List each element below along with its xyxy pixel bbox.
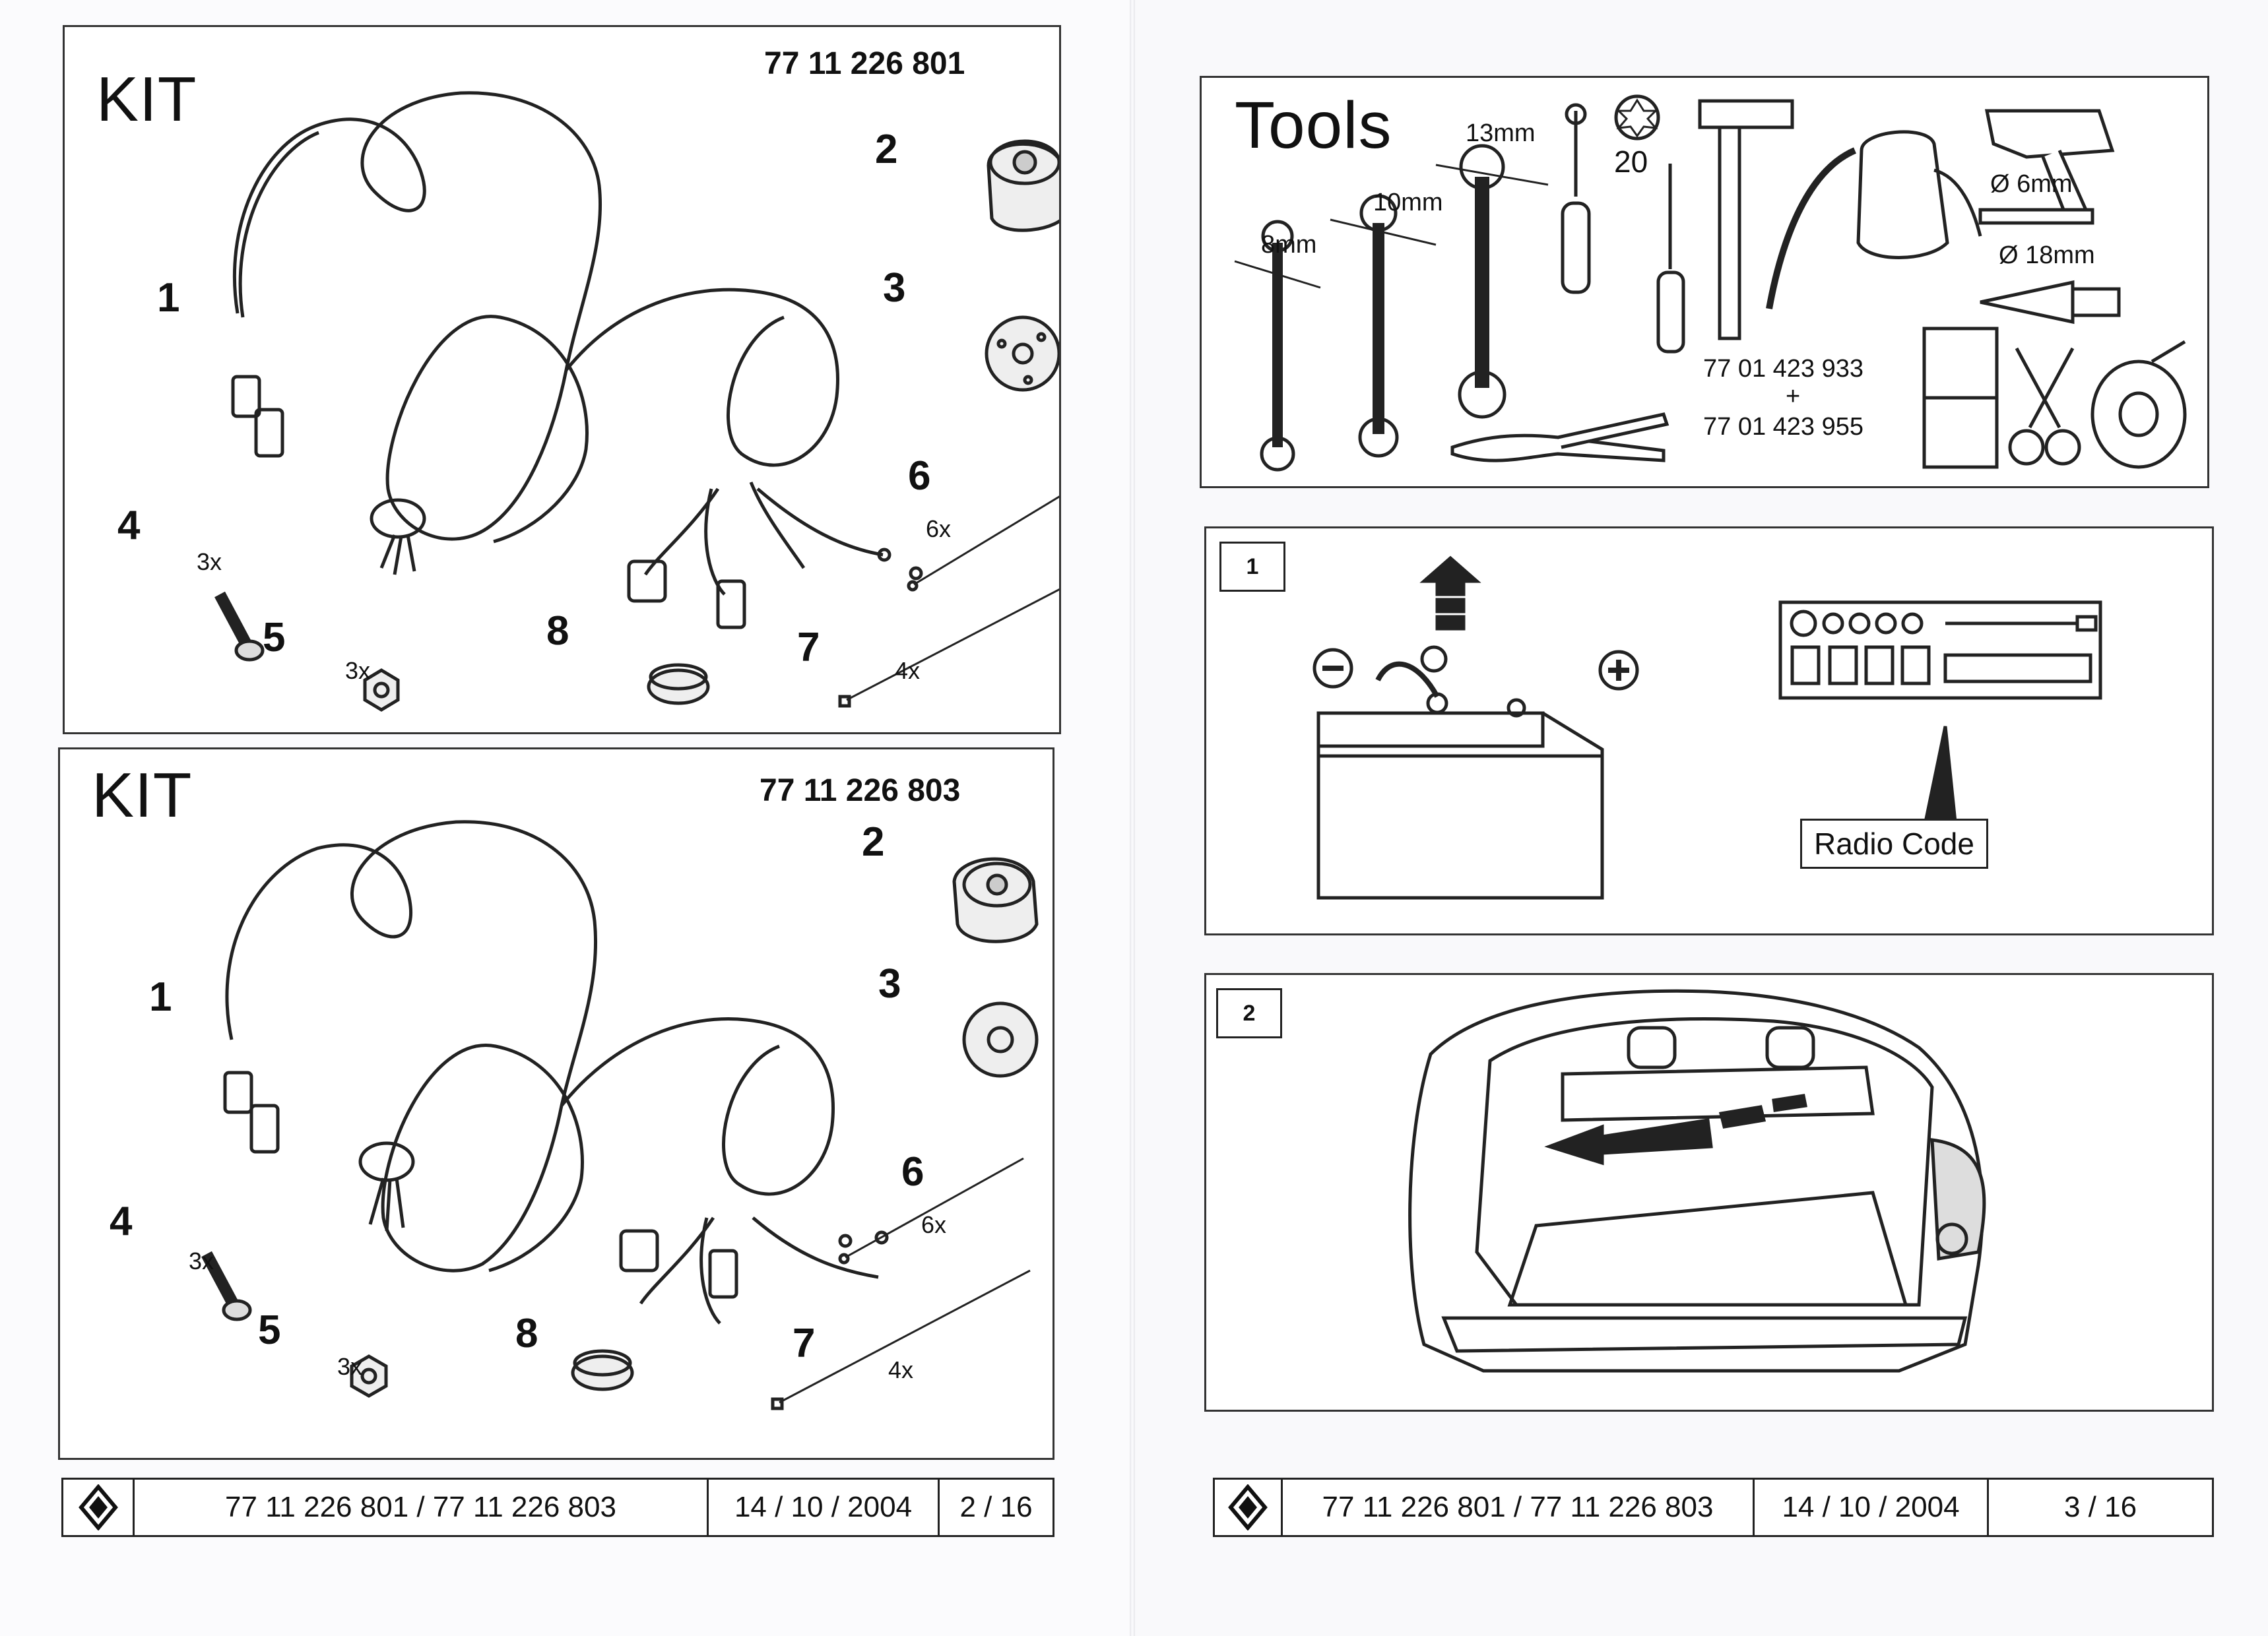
kit-panel-803: KIT 77 11 226 803 1 2 3 4 3x 5 3x 6 6x 7… [58, 747, 1054, 1460]
radio-code-label: Radio Code [1800, 819, 1988, 869]
step-1-illustration [1312, 555, 2102, 900]
kit-b-item-7: 7 [793, 1321, 816, 1366]
kit-a-illustration [214, 91, 1059, 712]
kit-a-item-6: 6 [908, 453, 931, 499]
renault-logo-icon [1228, 1484, 1268, 1530]
drill-bit-6mm-label: Ø 6mm [1990, 170, 2073, 198]
kit-a-item-7-qty: 4x [895, 657, 921, 684]
step-1-panel: 1 Radio Code [1204, 526, 2214, 935]
wrench-13mm-label: 13mm [1466, 119, 1536, 147]
renault-logo-cell [63, 1480, 133, 1535]
torx-size-label: 20 [1614, 144, 1648, 179]
kit-b-item-7-qty: 4x [888, 1356, 914, 1383]
kit-b-item-6-qty: 6x [921, 1211, 947, 1238]
renault-logo-cell-right [1215, 1480, 1281, 1535]
kit-a-item-2: 2 [875, 127, 898, 172]
step-2-illustration [1408, 989, 1986, 1373]
renault-logo-icon [78, 1484, 118, 1530]
ref-plus: + [1786, 383, 1801, 410]
tools-illustration [1234, 94, 2187, 472]
kit-a-title: KIT [96, 64, 197, 135]
kit-a-item-5: 5 [263, 615, 286, 660]
wrench-10mm-label: 10mm [1373, 189, 1443, 216]
ref-line-1: 77 01 423 933 [1703, 355, 1864, 383]
right-footer: 77 11 226 801 / 77 11 226 803 14 / 10 / … [1213, 1478, 2214, 1537]
kit-b-part-number: 77 11 226 803 [760, 773, 961, 808]
kit-b-item-6: 6 [901, 1149, 924, 1195]
kit-b-item-2: 2 [862, 819, 885, 865]
kit-a-item-8: 8 [546, 608, 569, 654]
kit-panel-801: KIT 77 11 226 801 1 2 3 4 3x 5 3x 6 6x 7… [63, 25, 1061, 734]
kit-b-item-4: 4 [110, 1199, 133, 1244]
kit-b-item-4-qty: 3x [189, 1247, 214, 1274]
drill-bit-18mm-label: Ø 18mm [1999, 241, 2095, 269]
ref-line-2: 77 01 423 955 [1703, 413, 1864, 441]
wrench-8mm-label: 8mm [1261, 231, 1317, 259]
step-2-panel: 2 [1204, 973, 2214, 1412]
kit-a-item-3: 3 [883, 265, 906, 311]
tools-panel: Tools 8mm 10mm 13mm 20 Ø 6mm Ø 18mm 77 0… [1200, 76, 2209, 488]
left-footer-page: 2 / 16 [938, 1480, 1053, 1535]
kit-b-item-5: 5 [258, 1307, 281, 1353]
kit-a-part-number: 77 11 226 801 [764, 46, 965, 81]
kit-b-item-1: 1 [149, 974, 172, 1020]
page-spine [1130, 0, 1135, 1636]
kit-a-item-7: 7 [797, 625, 820, 670]
kit-a-item-5-qty: 3x [345, 657, 371, 684]
step-1-number: 1 [1219, 542, 1285, 592]
left-footer: 77 11 226 801 / 77 11 226 803 14 / 10 / … [61, 1478, 1054, 1537]
kit-b-illustration [201, 820, 1039, 1410]
kit-a-item-4: 4 [117, 503, 141, 548]
step-2-number: 2 [1216, 988, 1282, 1038]
right-footer-page: 3 / 16 [1987, 1480, 2212, 1535]
kit-b-title: KIT [92, 760, 193, 831]
kit-a-item-1: 1 [157, 275, 180, 321]
kit-a-item-6-qty: 6x [926, 515, 952, 542]
tools-title: Tools [1235, 88, 1392, 162]
kit-b-item-8: 8 [515, 1311, 538, 1356]
kit-a-item-4-qty: 3x [197, 548, 222, 575]
left-footer-references: 77 11 226 801 / 77 11 226 803 [133, 1480, 707, 1535]
right-footer-date: 14 / 10 / 2004 [1753, 1480, 1987, 1535]
left-footer-date: 14 / 10 / 2004 [707, 1480, 938, 1535]
kit-b-item-5-qty: 3x [337, 1353, 363, 1380]
right-footer-references: 77 11 226 801 / 77 11 226 803 [1281, 1480, 1753, 1535]
kit-b-item-3: 3 [878, 961, 901, 1007]
